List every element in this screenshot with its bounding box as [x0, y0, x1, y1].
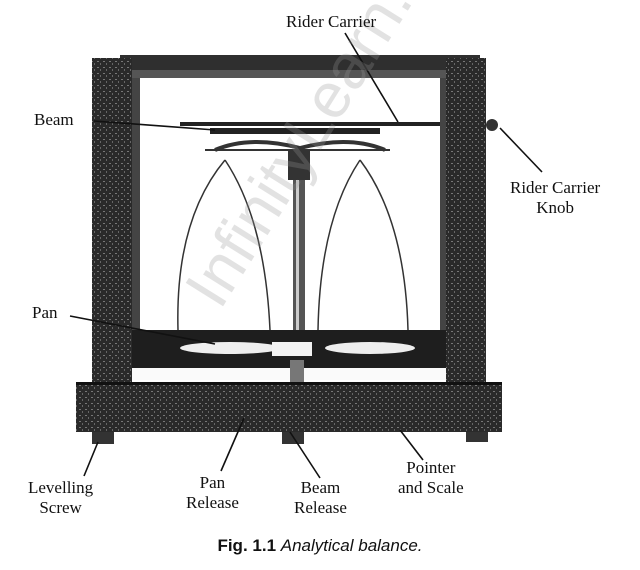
label-line-2: and Scale [398, 478, 464, 497]
figure-caption: Fig. 1.1 Analytical balance. [0, 536, 640, 556]
label-pan-release: Pan Release [186, 473, 239, 513]
label-line-1: Beam [300, 478, 341, 497]
beam [210, 128, 380, 134]
base [76, 382, 502, 432]
label-line-2: Release [186, 493, 239, 512]
label-pan: Pan [32, 303, 58, 322]
central-pillar [288, 150, 310, 180]
label-line-1: Pan [199, 473, 226, 492]
scale [272, 342, 312, 356]
label-rider-carrier-knob: Rider Carrier Knob [510, 178, 600, 218]
label-line-1: Rider Carrier [510, 178, 601, 197]
label-beam: Beam [34, 110, 74, 129]
caption-text: Analytical balance. [280, 536, 423, 555]
left-column [92, 58, 132, 398]
rider-carrier-knob [486, 119, 498, 131]
label-line-2: Knob [536, 198, 574, 217]
label-rider-carrier: Rider Carrier [286, 12, 377, 31]
label-levelling-screw: Levelling Screw [28, 478, 93, 518]
label-line-1: Pointer [406, 458, 456, 477]
levelling-screw-right [466, 432, 488, 442]
rider-carrier-rod [180, 122, 440, 126]
right-column [446, 58, 486, 398]
right-pan [325, 342, 415, 354]
caption-number: Fig. 1.1 [217, 536, 277, 555]
levelling-screw-left [92, 432, 114, 444]
left-pan [180, 342, 280, 354]
label-line-2: Release [294, 498, 347, 517]
label-pointer-and-scale: Pointer and Scale [398, 458, 464, 498]
label-beam-release: Beam Release [294, 478, 347, 518]
label-line-2: Screw [39, 498, 82, 517]
label-line-1: Levelling [28, 478, 94, 497]
